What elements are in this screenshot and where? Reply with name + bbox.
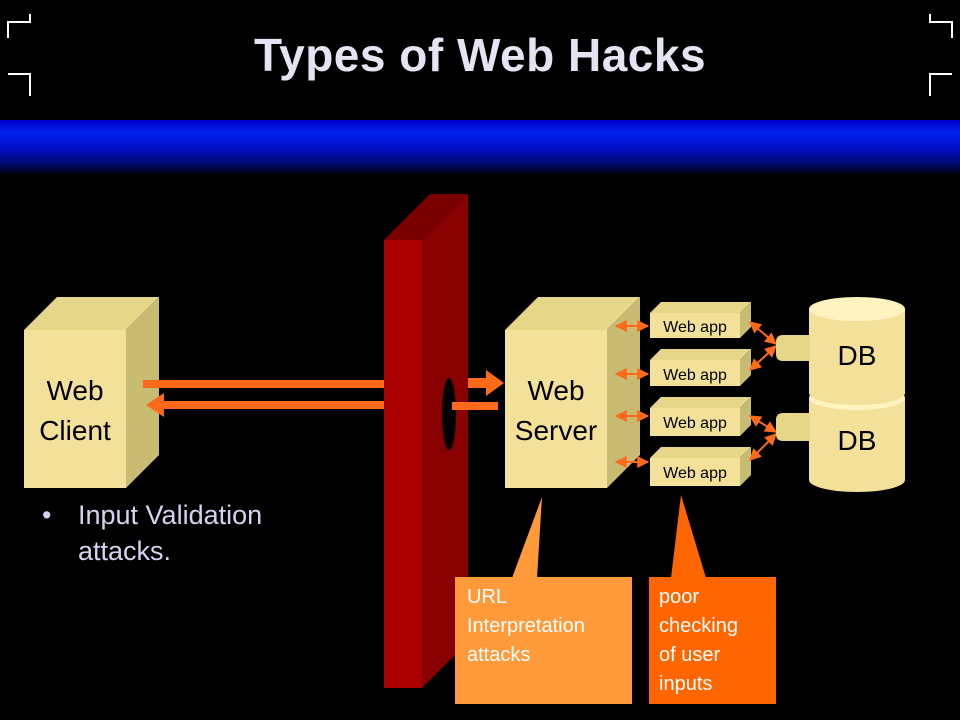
callout-url-line: URL: [467, 586, 508, 608]
corner-bracket-bottom-right: [929, 73, 952, 96]
web-client-label-line1: Web: [46, 375, 103, 406]
bullet-dot: •: [42, 500, 52, 530]
web-app-box-1: [650, 302, 751, 338]
response-line-left: [162, 401, 384, 409]
server-app-arrows: [614, 320, 650, 468]
bullet-text: Input Validation attacks.: [78, 500, 263, 566]
title-banner: [0, 120, 960, 176]
corner-bracket-bottom-left: [8, 73, 31, 96]
web-app-label-2: Web app: [663, 367, 727, 384]
callout-input-text: poor checking of user inputs: [659, 583, 738, 699]
web-app-stack: [650, 302, 751, 486]
web-server-label-line2: Server: [515, 415, 597, 446]
app-db-arrow-4: [749, 433, 777, 461]
web-server-front: [505, 330, 607, 488]
callout-url-line: Interpretation: [467, 615, 585, 637]
request-arrowhead: [486, 370, 504, 396]
web-server-side: [607, 297, 640, 488]
callout-url-line: attacks: [467, 644, 531, 666]
db-connector-upper: [776, 335, 810, 361]
callout-input: [649, 495, 776, 704]
db-label-upper: DB: [838, 340, 877, 371]
web-app-label-4: Web app: [663, 465, 727, 482]
firewall-top: [384, 194, 468, 240]
app-db-arrow-2: [749, 345, 777, 371]
db-label-lower: DB: [838, 425, 877, 456]
callout-input-line: inputs: [659, 673, 713, 695]
web-app-box-4: [650, 447, 751, 486]
app-db-arrow-1: [749, 321, 777, 345]
db-connector-lower: [776, 413, 810, 441]
slide-title: Types of Web Hacks: [253, 29, 707, 81]
corner-bracket-top-right: [929, 14, 953, 38]
web-app-label-1: Web app: [663, 319, 727, 336]
request-line-right: [468, 378, 488, 388]
callout-url: [455, 497, 632, 704]
web-server-top: [505, 297, 640, 330]
app-db-arrows: [748, 321, 778, 461]
web-client-label-line2: Client: [39, 415, 111, 446]
firewall-front: [384, 240, 422, 688]
web-client-top: [24, 297, 159, 330]
corner-brackets: [7, 14, 953, 96]
web-client-box: [24, 297, 159, 488]
web-app-label-3: Web app: [663, 415, 727, 432]
web-app-box-3: [650, 397, 751, 436]
web-client-side: [126, 297, 159, 488]
callout-input-line: poor: [659, 586, 700, 608]
corner-bracket-top-left: [7, 14, 31, 38]
traffic-arrows: [143, 370, 504, 417]
db-cylinder-upper: [776, 297, 905, 405]
callout-input-line: checking: [659, 615, 738, 637]
response-line-right: [452, 402, 498, 410]
callout-url-text: URL Interpretation attacks: [467, 583, 585, 670]
web-server-box: [505, 297, 640, 488]
web-client-front: [24, 330, 126, 488]
app-db-arrow-3: [748, 415, 778, 433]
firewall: [384, 194, 468, 688]
callout-input-line: of user: [659, 644, 721, 666]
request-line-left: [143, 380, 384, 388]
web-app-box-2: [650, 349, 751, 386]
response-arrowhead: [146, 393, 164, 417]
firewall-hole: [442, 378, 456, 450]
web-server-label-line1: Web: [527, 375, 584, 406]
